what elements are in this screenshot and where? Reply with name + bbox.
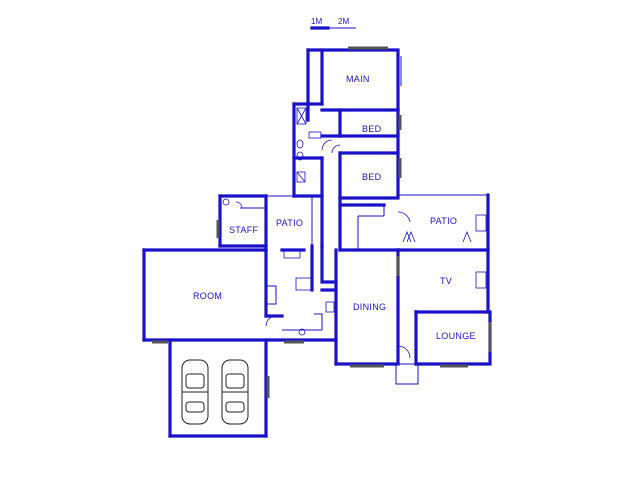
room-label-patio-left: PATIO xyxy=(276,218,303,228)
east-wing-walls xyxy=(395,193,492,385)
passage-walls xyxy=(311,194,411,252)
room-label-bed-2: BED xyxy=(362,172,382,182)
fireplace-icon xyxy=(475,271,487,289)
room-label-patio-right: PATIO xyxy=(430,216,457,226)
staff-walls xyxy=(216,194,312,252)
scale-label-2m: 2M xyxy=(338,17,349,26)
stove-icon xyxy=(325,301,335,313)
entrance-step xyxy=(395,363,419,385)
kitchen-counter xyxy=(295,277,313,291)
dining-walls xyxy=(320,244,400,368)
fireplace-icon xyxy=(475,214,487,232)
toilet-icon xyxy=(296,151,304,161)
room-label-tv: TV xyxy=(440,276,452,286)
toilet-icon xyxy=(296,139,304,149)
car-icon xyxy=(181,359,209,425)
bathroom-fixtures xyxy=(296,107,341,183)
basin-icon xyxy=(308,131,322,139)
car-icon xyxy=(221,359,249,425)
room-label-dining: DINING xyxy=(353,302,386,312)
shower-icon xyxy=(296,107,307,125)
room-label-lounge: LOUNGE xyxy=(436,331,476,341)
scale-bar: 1M 2M xyxy=(310,17,356,30)
shower-icon xyxy=(296,171,306,183)
room-label-room: ROOM xyxy=(193,291,222,301)
scale-label-1m: 1M xyxy=(311,17,322,26)
room-label-bed-1: BED xyxy=(362,124,382,134)
bedroom-wing-walls xyxy=(292,46,402,200)
toilet-icon xyxy=(222,198,230,206)
room-walls xyxy=(142,248,338,344)
room-label-staff: STAFF xyxy=(229,225,259,235)
sink-icon xyxy=(283,249,301,259)
garage-walls xyxy=(168,338,270,438)
room-label-main: MAIN xyxy=(346,74,370,84)
kitchen-walls xyxy=(280,244,338,336)
